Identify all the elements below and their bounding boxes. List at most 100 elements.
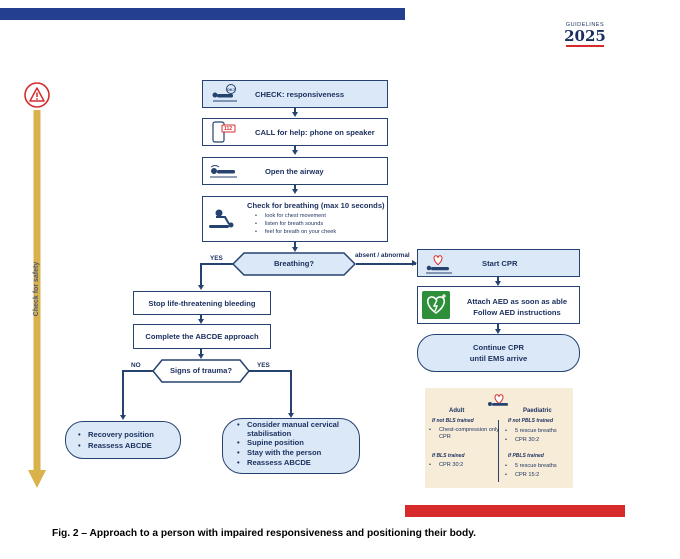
figure-caption: Fig. 2 – Approach to a person with impai… — [52, 528, 476, 539]
stop-bleeding-box: Stop life-threatening bleeding — [133, 291, 271, 315]
arrow-head — [198, 354, 204, 359]
cpr-guidance-panel: Adult Paediatric If not BLS trained Ches… — [425, 388, 573, 488]
trauma-list: Consider manual cervical stabilisation S… — [223, 419, 343, 468]
until-ems-text: until EMS arrive — [469, 354, 528, 363]
breathing-decision-text: Breathing? — [273, 259, 315, 268]
check-breathing-box: Check for breathing (max 10 seconds) loo… — [202, 196, 388, 242]
paed-not-trained-heading: If not PBLS trained — [508, 418, 553, 424]
connector — [122, 370, 153, 372]
call-badge: 112 — [224, 126, 233, 132]
trauma-item: Stay with the person — [237, 448, 343, 458]
connector — [294, 146, 296, 152]
call-for-help-text: CALL for help: phone on speaker — [255, 128, 375, 137]
svg-text:OK?: OK? — [227, 87, 236, 92]
listen-breathing-icon — [207, 207, 239, 233]
arrow-right — [412, 260, 417, 266]
warning-triangle-icon — [24, 82, 50, 108]
arrow-head — [198, 285, 204, 290]
connector — [200, 315, 202, 320]
connector — [497, 324, 499, 330]
paed-trained-list: 5 rescue breaths CPR 15:2 — [505, 462, 557, 480]
adult-trained-heading: If BLS trained — [432, 453, 465, 459]
yes-trauma-label: YES — [257, 362, 270, 369]
attach-aed-box: Attach AED as soon as able Follow AED in… — [417, 286, 580, 324]
paed-trained-item: 5 rescue breaths — [505, 462, 557, 471]
cpr-heart-icon — [487, 392, 511, 413]
connector — [200, 349, 202, 355]
column-divider — [498, 420, 499, 482]
adult-title: Adult — [449, 408, 465, 414]
safety-arrow — [28, 110, 46, 490]
connector — [497, 277, 499, 282]
check-breathing-title: Check for breathing (max 10 seconds) — [247, 201, 385, 210]
safety-label: Check for safety — [33, 261, 40, 317]
logo-underline — [566, 45, 604, 47]
connector — [294, 108, 296, 114]
logo-year: 2025 — [564, 27, 606, 45]
adult-trained-list: CPR 30:2 — [429, 462, 463, 469]
breathing-check-item: listen for breath sounds — [255, 220, 385, 228]
follow-aed-text: Follow AED instructions — [473, 308, 561, 317]
recovery-position-box: Recovery position Reassess ABCDE — [65, 421, 181, 459]
cervical-stabilisation-box: Consider manual cervical stabilisation S… — [222, 418, 360, 474]
continue-cpr-box: Continue CPR until EMS arrive — [417, 334, 580, 372]
start-cpr-text: Start CPR — [482, 259, 518, 268]
adult-not-trained-heading: If not BLS trained — [432, 418, 474, 424]
breathing-decision: Breathing? — [232, 252, 356, 276]
top-color-bar — [0, 8, 405, 20]
check-responsiveness-text: CHECK: responsiveness — [255, 90, 345, 99]
breathing-check-item: feel for breath on your cheek — [255, 228, 385, 236]
connector — [249, 370, 291, 372]
trauma-item: Reassess ABCDE — [237, 458, 343, 468]
attach-aed-text: Attach AED as soon as able — [466, 297, 568, 306]
call-for-help-box: 112 CALL for help: phone on speaker — [202, 118, 388, 146]
start-cpr-box: Start CPR — [417, 249, 580, 277]
guidelines-logo: GUIDELINES 2025 — [555, 22, 615, 62]
logo-line1: GUIDELINES — [565, 22, 605, 28]
absent-abnormal-label: absent / abnormal — [355, 252, 410, 259]
airway-person-icon — [209, 164, 239, 182]
bottom-color-bar — [405, 505, 625, 517]
trauma-decision-text: Signs of trauma? — [169, 366, 233, 375]
adult-not-trained-list: Chest-compression only CPR — [429, 427, 499, 441]
arrow-head — [120, 415, 126, 420]
paed-trained-heading: If PBLS trained — [508, 453, 544, 459]
paed-not-trained-list: 5 rescue breaths CPR 30:2 — [505, 427, 557, 445]
recovery-item: Reassess ABCDE — [78, 440, 154, 452]
arrow-head — [288, 413, 294, 418]
yes-label: YES — [210, 255, 223, 262]
trauma-item: Consider manual cervical stabilisation — [237, 420, 343, 438]
breathing-checklist: look for chest movement listen for breat… — [247, 212, 385, 236]
arrow-head — [495, 329, 501, 334]
aed-icon — [422, 291, 450, 321]
recovery-item: Recovery position — [78, 429, 154, 441]
connector — [356, 263, 416, 265]
paed-not-trained-item: 5 rescue breaths — [505, 427, 557, 436]
adult-not-trained-item: Chest-compression only CPR — [429, 427, 499, 441]
continue-cpr-text: Continue CPR — [472, 343, 525, 352]
no-label: NO — [131, 362, 141, 369]
connector — [200, 263, 202, 286]
stop-bleeding-text: Stop life-threatening bleeding — [148, 298, 256, 308]
connector — [200, 263, 233, 265]
abcde-box: Complete the ABCDE approach — [133, 324, 271, 349]
recovery-list: Recovery position Reassess ABCDE — [66, 429, 154, 452]
breathing-check-item: look for chest movement — [255, 212, 385, 220]
connector — [294, 185, 296, 191]
connector — [122, 370, 124, 416]
connector — [290, 370, 292, 414]
arrow-head — [495, 281, 501, 286]
trauma-item: Supine position — [237, 438, 343, 448]
paed-trained-item: CPR 15:2 — [505, 471, 557, 480]
open-airway-text: Open the airway — [265, 167, 324, 176]
arrow-head — [292, 247, 298, 252]
paed-not-trained-item: CPR 30:2 — [505, 436, 557, 445]
arrow-head — [292, 150, 298, 155]
arrow-head — [292, 112, 298, 117]
phone-icon — [211, 121, 239, 146]
arrow-head — [198, 319, 204, 324]
adult-trained-item: CPR 30:2 — [429, 462, 463, 469]
cpr-icon — [424, 253, 454, 277]
connector — [294, 242, 296, 249]
abcde-text: Complete the ABCDE approach — [145, 332, 259, 341]
